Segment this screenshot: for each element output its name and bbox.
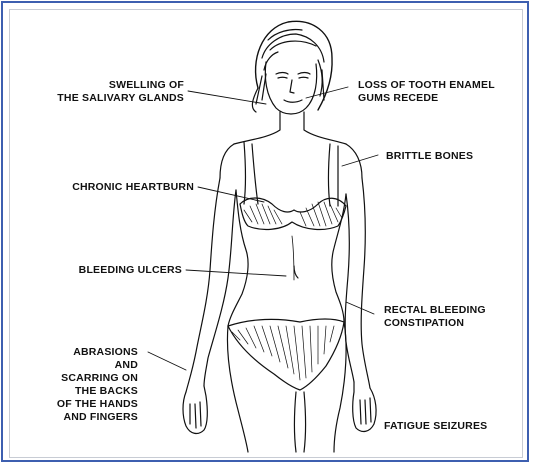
label-line: AND [20,359,138,372]
label-brittle-bones: BRITTLE BONES [386,150,473,163]
leader-heartburn [198,187,264,202]
leader-abrasions [148,352,186,370]
label-heartburn: CHRONIC HEARTBURN [14,181,194,194]
label-line: BRITTLE BONES [386,150,473,163]
label-line: CHRONIC HEARTBURN [14,181,194,194]
label-line: FATIGUE SEIZURES [384,420,487,433]
label-line: OF THE HANDS [20,398,138,411]
label-fatigue-seizures: FATIGUE SEIZURES [384,420,487,433]
label-abrasions: ABRASIONS AND SCARRING ON THE BACKS OF T… [20,346,138,424]
hair [252,21,332,112]
label-tooth-enamel: LOSS OF TOOTH ENAMEL GUMS RECEDE [358,79,495,105]
label-rectal-bleeding: RECTAL BLEEDING CONSTIPATION [384,304,486,330]
label-line: THE BACKS [20,385,138,398]
label-line: SCARRING ON [20,372,138,385]
label-salivary-glands: SWELLING OF THE SALIVARY GLANDS [16,79,184,105]
label-line: GUMS RECEDE [358,92,495,105]
briefs [228,319,344,390]
hands [183,382,376,433]
label-line: ABRASIONS [20,346,138,359]
arms [186,178,370,392]
leader-rectal [346,302,374,314]
label-bleeding-ulcers: BLEEDING ULCERS [30,264,182,277]
label-line: CONSTIPATION [384,317,486,330]
torso [228,190,346,326]
label-line: THE SALIVARY GLANDS [16,92,184,105]
legs [227,322,346,452]
leader-ulcers [186,270,286,276]
label-line: BLEEDING ULCERS [30,264,182,277]
label-line: RECTAL BLEEDING [384,304,486,317]
bra [240,142,346,229]
label-line: AND FINGERS [20,411,138,424]
label-line: LOSS OF TOOTH ENAMEL [358,79,495,92]
label-line: SWELLING OF [16,79,184,92]
face [265,62,316,114]
neck-shoulders [220,112,362,178]
